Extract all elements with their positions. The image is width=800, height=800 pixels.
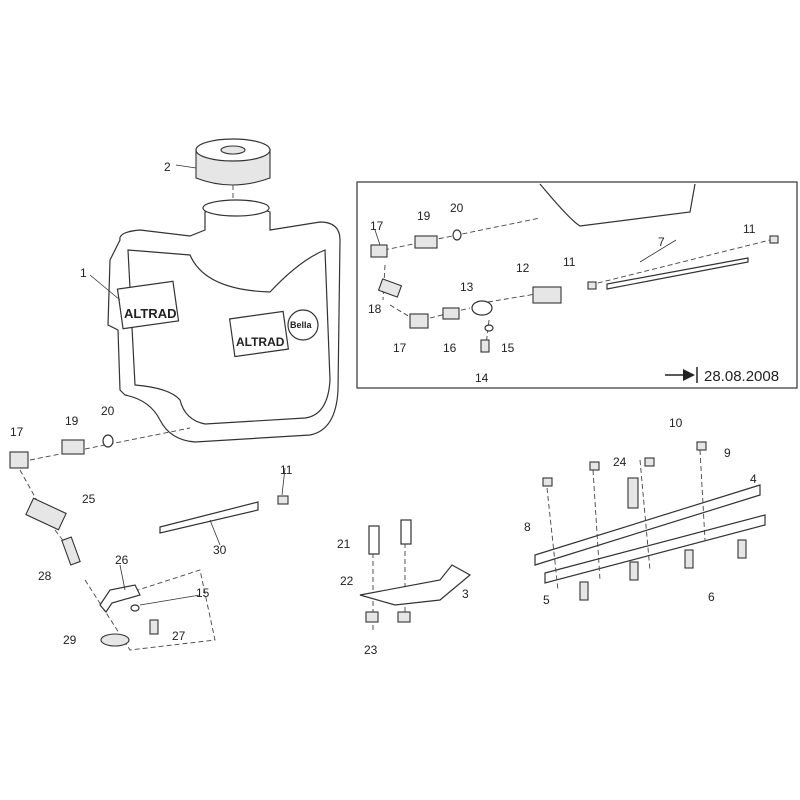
callout: 13 [460,280,474,294]
callout: 17 [10,425,24,439]
callout: 12 [516,261,530,275]
date-marker: 28.08.2008 [665,367,779,385]
callout: 3 [462,587,469,601]
callout: 1 [80,266,87,280]
callout: 30 [213,543,227,557]
left-fittings [9,434,289,647]
brand-logo-text: ALTRAD [124,306,176,321]
callout: 15 [196,586,210,600]
callout: 22 [340,574,354,588]
revision-date: 28.08.2008 [704,368,779,385]
tank-part: ALTRAD ALTRAD Bella [107,199,341,443]
callout: 15 [501,341,515,355]
callout: 9 [724,446,731,460]
callout: 19 [65,414,79,428]
callout: 21 [337,537,351,551]
badge-logo-text: Bella [290,320,313,330]
callout: 11 [280,463,293,477]
callout: 14 [475,371,489,385]
brand-logo-text-2: ALTRAD [236,335,285,349]
inset-fittings [370,229,779,353]
callout: 10 [669,416,683,430]
boom-assembly [534,441,766,601]
callout: 11 [743,222,756,236]
callout: 24 [613,455,627,469]
callout: 20 [101,404,115,418]
callout: 16 [443,341,457,355]
callout: 19 [417,209,431,223]
callout: 29 [63,633,77,647]
callout: 25 [82,492,96,506]
bracket-assembly [359,519,472,623]
inset-tank-corner [539,183,696,227]
callout: 11 [563,255,576,269]
callout: 17 [370,219,384,233]
callout: 23 [364,643,378,657]
callout: 4 [750,472,757,486]
callout: 26 [115,553,129,567]
callout: 17 [393,341,407,355]
callout: 2 [164,160,171,174]
callout: 18 [368,302,382,316]
callout: 5 [543,593,550,607]
callout: 7 [658,235,665,249]
callout: 6 [708,590,715,604]
callout-labels: 2 1 17 19 20 25 28 26 15 27 29 30 11 21 … [10,160,757,657]
callout: 27 [172,629,186,643]
callout: 20 [450,201,464,215]
tank-cap-part [195,138,271,186]
callout: 8 [524,520,531,534]
callout: 28 [38,569,52,583]
